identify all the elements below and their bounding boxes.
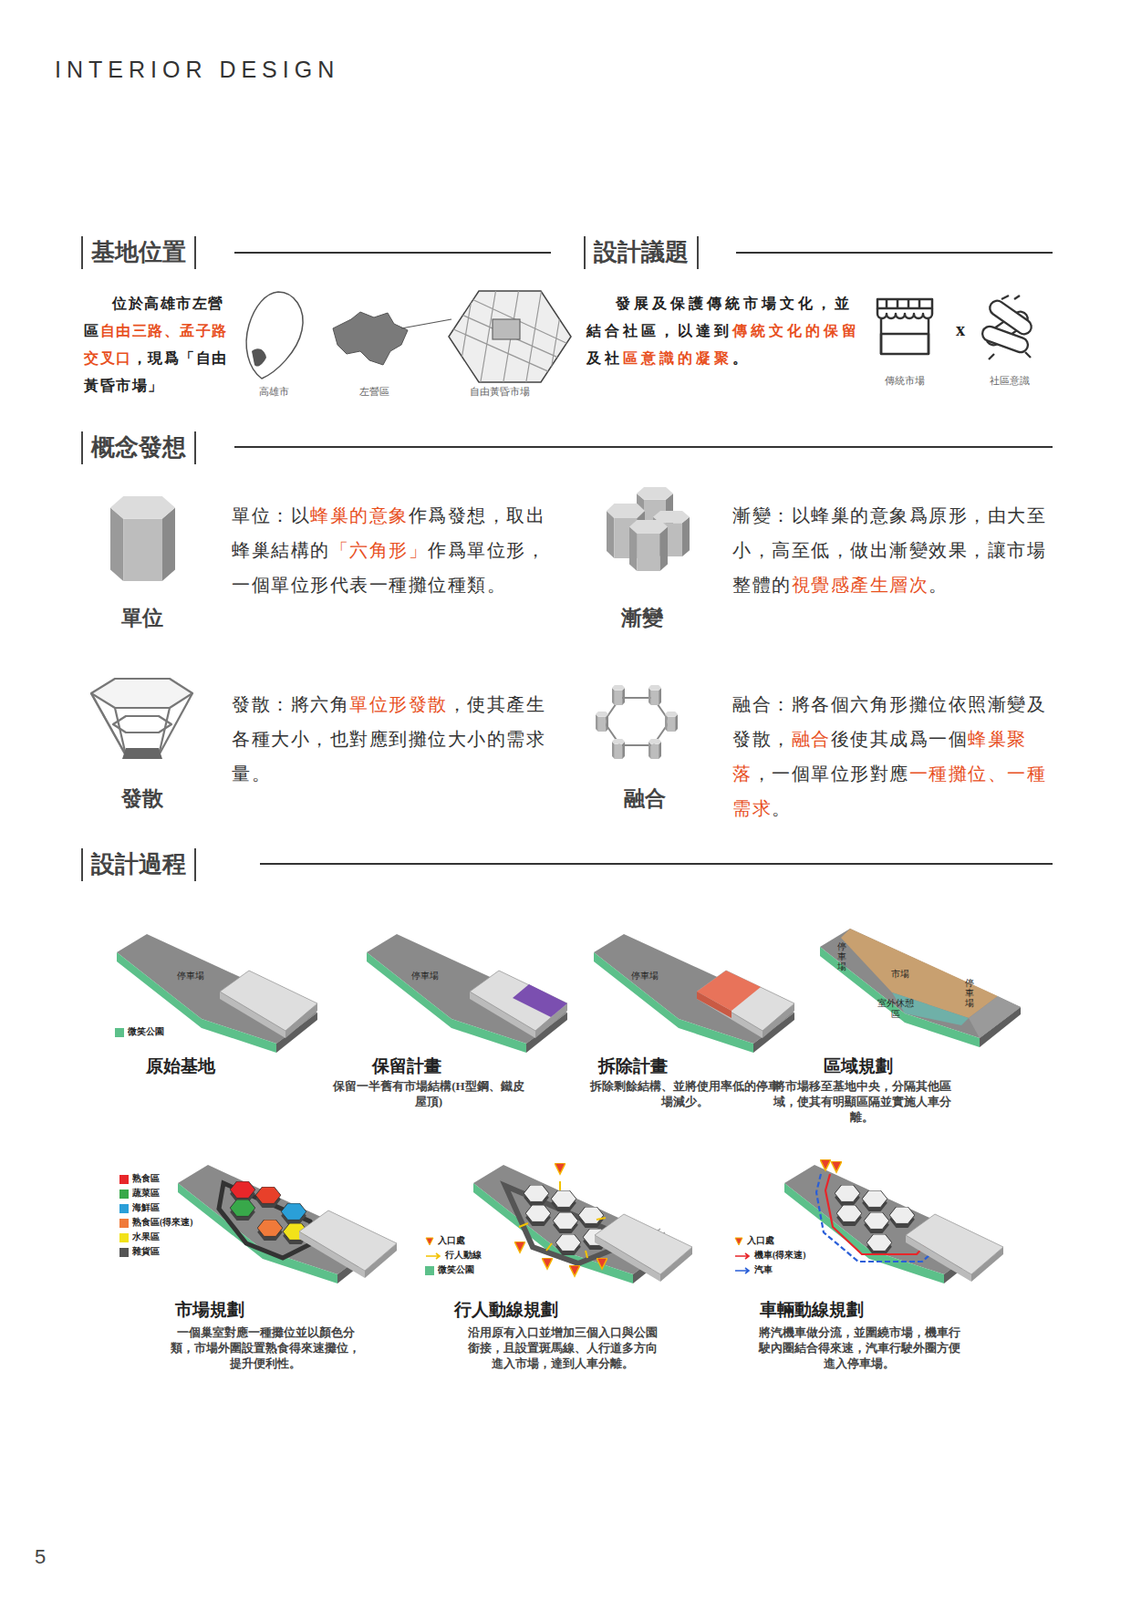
label: 行人動線規劃 <box>454 1297 559 1322</box>
legend-text: 行人動線 <box>445 1250 482 1261</box>
legend-text: 水果區 <box>132 1232 160 1243</box>
label: x <box>949 319 972 341</box>
label: 融合 <box>608 784 682 813</box>
label: 市場規劃 <box>175 1297 245 1322</box>
highlight-text: 單位形發散 <box>349 694 448 715</box>
label: 區域規劃 <box>823 1054 893 1079</box>
label: 停車場 <box>617 970 673 982</box>
legend-text: 入口處 <box>437 1235 466 1246</box>
label: 將市場移至基地中央，分隔其他區域，使其有明顯區隔並實施人車分離。 <box>761 1078 963 1125</box>
legend-text: 入口處 <box>747 1235 775 1246</box>
label: 傳統市場 <box>863 373 946 388</box>
label: 保留計畫 <box>372 1054 442 1079</box>
body-text: 及社 <box>586 350 623 366</box>
body-text: 發散：將六角 <box>231 694 350 715</box>
paragraph: 發散：將六角單位形發散，使其產生各種大小，也對應到攤位大小的需求量。 <box>231 686 557 791</box>
label: 將汽機車做分流，並圍繞市場，機車行駛內圈結合得來速，汽車行駛外圈方便進入停車場。 <box>754 1324 965 1371</box>
header-text: 概念發想 <box>91 434 187 461</box>
body-text: 。 <box>771 798 792 819</box>
label: 拆除計畫 <box>598 1054 668 1079</box>
legend-text: 海鮮區 <box>132 1203 160 1214</box>
highlight-text: 融合 <box>791 728 831 749</box>
label: 左營區 <box>337 384 411 399</box>
header-text: 設計議題 <box>593 238 689 266</box>
section-header: 概念發想 <box>81 431 197 465</box>
legend-text: 汽車 <box>754 1265 773 1276</box>
label: 發散 <box>105 784 179 813</box>
highlight-text: 傳統文化的保留 <box>732 322 861 339</box>
legend-text: 雜貨區 <box>132 1246 160 1257</box>
paragraph: 融合：將各個六角形攤位依照漸變及發散，融合後使其成爲一個蜂巢聚落，一個單位形對應… <box>732 686 1058 826</box>
paragraph: 漸變：以蜂巢的意象爲原形，由大至小，高至低，做出漸變效果，讓市場整體的視覺感產生… <box>732 498 1058 602</box>
label: 保留一半舊有市場結構(H型鋼、鐵皮屋頂) <box>328 1078 530 1110</box>
legend-text: 微笑公園 <box>127 1027 165 1038</box>
legend-swatch <box>119 1247 129 1257</box>
entrance-marker <box>734 1236 744 1246</box>
label: 社區意識 <box>968 373 1051 388</box>
label: 5 <box>34 1545 46 1569</box>
highlight-text: 區意識的凝聚 <box>622 350 733 366</box>
legend-swatch <box>119 1233 129 1243</box>
legend-swatch <box>119 1174 129 1184</box>
label: 原始基地 <box>145 1054 216 1079</box>
legend-swatch <box>119 1218 129 1228</box>
section-header: 設計過程 <box>81 848 197 882</box>
label: 高雄市 <box>237 384 311 399</box>
legend-text: 熟食區(得來速) <box>132 1217 193 1228</box>
paragraph: 發展及保護傳統市場文化，並結合社區，以達到傳統文化的保留及社區意識的凝聚。 <box>586 290 861 373</box>
legend-text: 微笑公園 <box>437 1265 475 1276</box>
label: 漸變 <box>605 603 679 633</box>
legend-text: 熟食區 <box>132 1173 160 1184</box>
paragraph: 位於高雄市左營區自由三路、孟子路交叉口，現爲「自由黃昏市場」 <box>83 290 232 400</box>
highlight-text: 視覺感產生層次 <box>791 574 930 595</box>
section-header: 基地位置 <box>81 236 197 270</box>
label: 停車場 <box>837 941 847 972</box>
label: 拆除剩餘結構、並將使用率低的停車場減少。 <box>584 1078 786 1110</box>
legend-swatch <box>119 1203 129 1214</box>
header-text: 設計過程 <box>91 850 187 878</box>
arrow-sample <box>734 1265 751 1276</box>
body-text: ，一個單位形對應 <box>752 763 910 784</box>
label: 一個巢室對應一種攤位並以顏色分類，市場外圍設置熟食得來速攤位，提升便利性。 <box>165 1324 366 1371</box>
body-text: 。 <box>732 350 751 366</box>
highlight-text: 「六角形」 <box>330 539 429 561</box>
label: 車輛動線規劃 <box>759 1297 864 1322</box>
label: 停車場 <box>397 970 453 982</box>
entrance-marker <box>425 1236 435 1246</box>
section-header: 設計議題 <box>583 236 699 270</box>
body-text: 後使其成爲一個 <box>830 728 969 749</box>
label: 沿用原有入口並增加三個入口與公園銜接，且設置斑馬線、人行道多方向進入市場，達到人… <box>462 1324 664 1371</box>
body-text: 。 <box>928 574 949 595</box>
label: 室外休憩區 <box>877 997 914 1019</box>
arrow-sample <box>425 1251 442 1261</box>
label: 停車場 <box>964 977 975 1008</box>
body-text: 單位：以 <box>231 505 311 526</box>
label: INTERIOR DESIGN <box>54 56 420 84</box>
highlight-text: 蜂巢的意象 <box>310 505 409 526</box>
arrow-sample <box>734 1251 751 1261</box>
label: 停車場 <box>163 970 218 982</box>
label: 單位 <box>105 603 179 633</box>
legend-text: 蔬菜區 <box>132 1188 160 1199</box>
legend-text: 機車(得來速) <box>754 1250 806 1261</box>
label: 自由黃昏市場 <box>449 384 550 399</box>
legend-swatch <box>119 1189 129 1199</box>
legend-swatch <box>425 1265 435 1276</box>
label: 市場 <box>877 968 924 980</box>
legend-swatch <box>114 1027 125 1038</box>
header-text: 基地位置 <box>91 238 187 266</box>
paragraph: 單位：以蜂巢的意象作爲發想，取出蜂巢結構的「六角形」作爲單位形，一個單位形代表一… <box>231 498 557 602</box>
